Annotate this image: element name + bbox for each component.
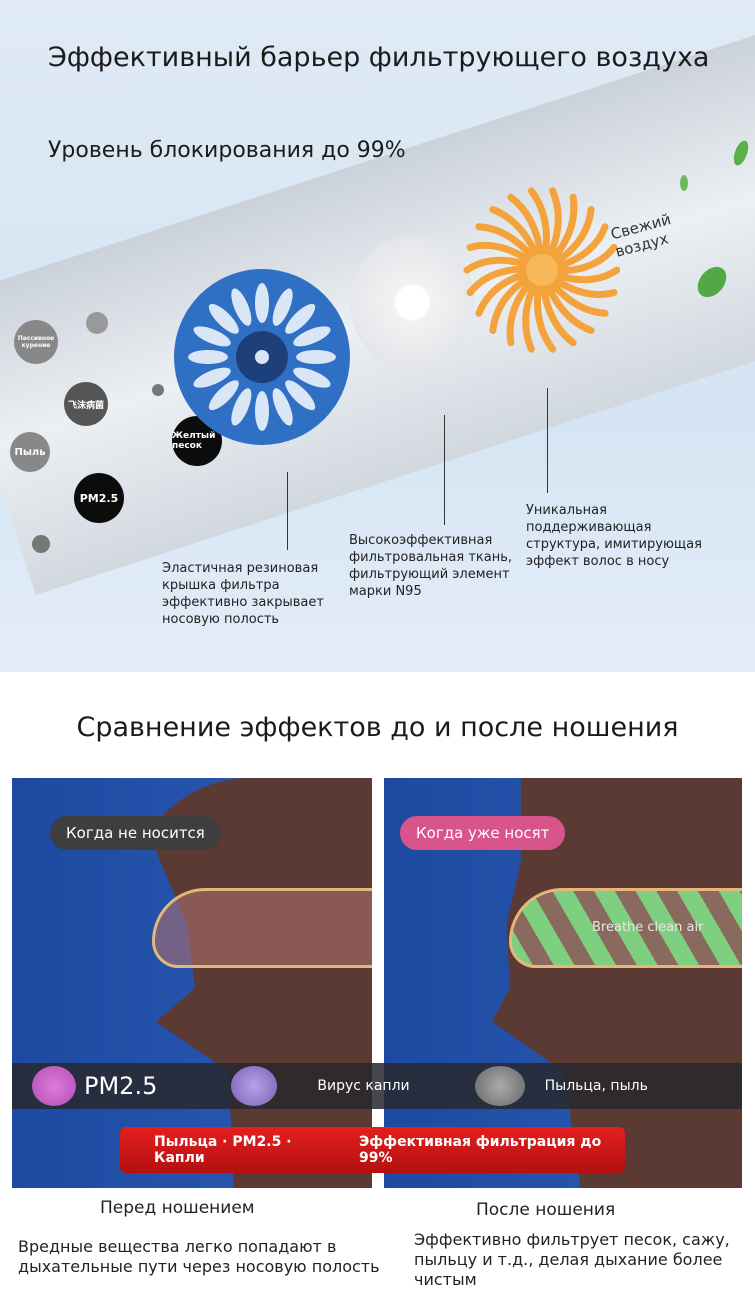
particle-dust: Пыль <box>10 432 50 472</box>
leaf-icon <box>680 175 688 191</box>
filtration-banner: Пыльца · PM2.5 · Капли Эффективная фильт… <box>120 1127 625 1173</box>
particle-smoke: Пассивное курение <box>14 320 58 364</box>
callout-line <box>444 415 445 525</box>
nasal-cavity <box>152 888 372 968</box>
rubber-filter-cap-icon <box>174 269 350 445</box>
comparison-title: Сравнение эффектов до и после ношения <box>76 712 679 743</box>
nasal-cavity-clean <box>509 888 742 968</box>
n95-fabric-disc <box>350 235 475 370</box>
particle-dot <box>152 384 164 396</box>
particle-dot <box>86 312 108 334</box>
filtration-rate: Эффективная фильтрация до 99% <box>359 1134 602 1166</box>
after-panel: Breathe clean air Когда уже носят <box>384 778 742 1188</box>
fabric-description: Высокоэффективная фильтровальная ткань, … <box>349 533 513 599</box>
worn-bubble: Когда уже носят <box>400 816 566 850</box>
virus-icon <box>231 1066 278 1106</box>
filter-section: Эффективный барьер фильтрующего воздуха … <box>0 0 755 672</box>
pollen-label: Пыльца, пыль <box>544 1078 648 1094</box>
before-panel: Когда не носится <box>12 778 372 1188</box>
pm25-particle-icon <box>32 1066 76 1106</box>
callout-line <box>547 388 548 493</box>
filtration-pollutants: Пыльца · PM2.5 · Капли <box>154 1134 292 1166</box>
before-title: Перед ношением <box>100 1198 255 1218</box>
clean-air-label: Breathe clean air <box>592 920 704 935</box>
structure-description: Уникальная поддерживающая структура, ими… <box>526 503 702 569</box>
after-title: После ношения <box>476 1200 616 1220</box>
particle-dot <box>32 535 50 553</box>
after-description: Эффективно фильтрует песок, сажу, пыльцу… <box>414 1230 730 1289</box>
section-title: Эффективный барьер фильтрующего воздуха <box>48 42 710 73</box>
not-worn-bubble: Когда не носится <box>50 816 221 850</box>
cap-description: Эластичная резиновая крышка фильтра эффе… <box>162 561 324 627</box>
before-description: Вредные вещества легко попадают в дыхате… <box>18 1237 380 1276</box>
pollen-icon <box>474 1066 525 1106</box>
block-rate-subtitle: Уровень блокирования до 99% <box>48 138 406 163</box>
nose-hair-structure-icon <box>463 187 620 353</box>
particle-virus: 飞沫病菌 <box>64 382 108 426</box>
pm25-label: PM2.5 <box>84 1072 158 1100</box>
pollutant-band: PM2.5 Вирус капли Пыльца, пыль <box>12 1063 742 1109</box>
virus-label: Вирус капли <box>317 1078 410 1094</box>
particle-pm25: PM2.5 <box>74 473 124 523</box>
callout-line <box>287 472 288 550</box>
